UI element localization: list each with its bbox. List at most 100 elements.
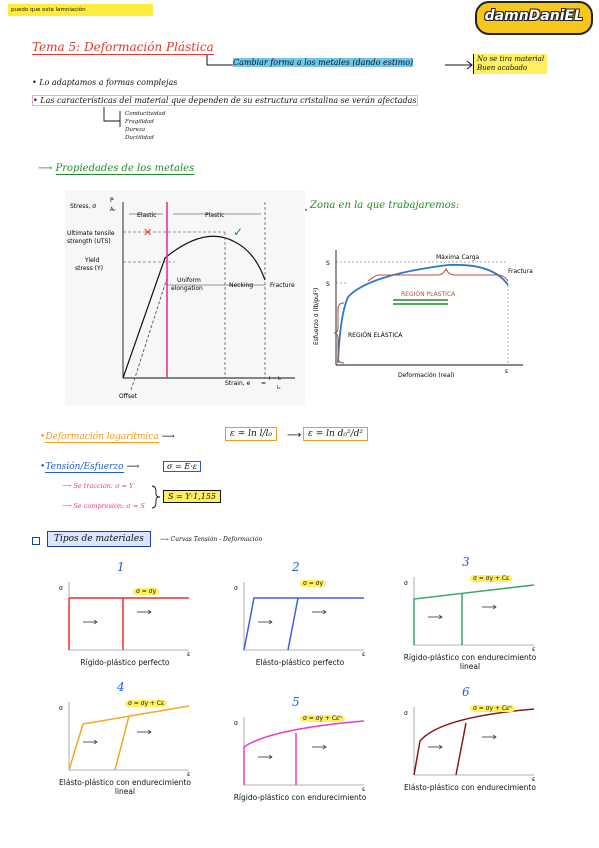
- strain-denominator: l₀: [277, 385, 280, 391]
- elastic-region-label: REGIÓN ELÁSTICA: [348, 332, 403, 339]
- s-tick-1: S: [326, 260, 330, 267]
- stress-strain-chart: P A₀ Stress, σ Elastic Plastic Ultimate …: [65, 190, 305, 405]
- header-tag: puedo que esta lamniación: [8, 4, 153, 16]
- material-number: 4: [117, 680, 125, 694]
- fracture-label: Fracture: [270, 282, 295, 289]
- sigma-axis-label: σ: [234, 720, 238, 727]
- materials-title: Tipos de materiales: [47, 531, 151, 547]
- log-formula-1: ε = ln l/l₀: [225, 427, 278, 441]
- stress-formula: σ = E·ε: [163, 461, 201, 472]
- stress-relation-label: •Tensión/Esfuerzo ⟶: [40, 462, 140, 473]
- plastic-label: Plastic: [205, 212, 224, 219]
- material-formula: σ = σy + Cεⁿ: [300, 715, 345, 722]
- epsilon-axis-label: ε: [362, 651, 365, 656]
- zone-note: Zona en la que trabajaremos:: [310, 200, 460, 211]
- real-curve: [337, 263, 509, 364]
- materials-subtitle: ⟶ Curvas Tensión - Deformación: [160, 536, 263, 543]
- material-name: Elásto-plástico con endurecimiento: [404, 783, 536, 792]
- material-name: Rígido-plástico con endurecimiento: [233, 793, 367, 802]
- relation-formula: S = Y·1,155: [163, 490, 221, 503]
- material-formula: σ = σy + Cε: [470, 575, 513, 582]
- material-number: 1: [117, 560, 125, 574]
- title-aside-text: Cambiar forma a los metales (dando estim…: [233, 58, 414, 67]
- epsilon-axis-label: ε: [532, 776, 535, 781]
- material-number: 2: [292, 560, 300, 574]
- section-metal-props: ⟶ Propiedades de los metales: [38, 163, 195, 175]
- char-item: Conductividad: [125, 111, 166, 117]
- epsilon-axis-label: ε: [187, 651, 190, 656]
- uniform-label-2: elongation: [171, 285, 203, 292]
- page-title: Tema 5: Deformación Plástica: [32, 40, 214, 55]
- real-fracture-label: Fractura: [508, 268, 533, 275]
- material-name: Elásto-plástico perfecto: [255, 658, 345, 667]
- relation-bracket: [151, 485, 161, 509]
- bullet-forms: • Lo adaptamos a formas complejas: [32, 78, 178, 87]
- title-connector-arrow: [206, 55, 233, 66]
- bullet-characteristics: • Las características del material que d…: [32, 95, 577, 106]
- strain-label: Strain, e: [225, 380, 251, 387]
- real-stress-chart: Máxima Carga Fractura REGIÓN PLÁSTICA RE…: [313, 250, 533, 379]
- char-item: Dureza: [125, 127, 146, 133]
- compression-line: ⟶ Se compresión: σ = S: [62, 502, 145, 510]
- material-curve-plot: σε: [59, 702, 190, 776]
- stress-curve: [122, 235, 266, 379]
- material-number: 5: [292, 695, 300, 709]
- material-formula: σ = σy + Cεⁿ: [470, 705, 515, 712]
- characteristics-text: • Las características del material que d…: [32, 95, 418, 106]
- arrow-right-icon: ⟶: [38, 163, 56, 174]
- sigma-axis-label: σ: [234, 585, 238, 592]
- material-curve-plot: σε: [404, 707, 535, 781]
- ylabel-a: A₀: [110, 207, 115, 213]
- material-formula: σ = σy + Cε: [125, 700, 168, 707]
- check-mark-icon: ✓: [233, 225, 243, 239]
- plastic-region-label: REGIÓN PLÁSTICA: [401, 291, 456, 298]
- materials-checkbox: [32, 537, 40, 545]
- char-item: Ductilidad: [125, 135, 154, 141]
- material-formula: σ = σy: [133, 588, 159, 595]
- yield-label-1: Yield: [84, 257, 99, 264]
- arrow-right-icon: [445, 60, 473, 70]
- sigma-axis-label: σ: [404, 580, 408, 587]
- material-number: 6: [462, 685, 470, 699]
- material-curve-plot: σε: [234, 582, 365, 656]
- real-ylabel: Esfuerzo σ (lb/pul²): [313, 288, 320, 345]
- offset-label: Offset: [119, 393, 138, 400]
- char-item: Fragilidad: [125, 119, 154, 125]
- material-name: Rígido-plástico perfecto: [80, 658, 170, 667]
- sigma-axis-label: σ: [404, 710, 408, 717]
- necking-label: Necking: [229, 282, 253, 289]
- uts-label-1: Ultimate tensile: [67, 230, 115, 237]
- epsilon-axis-label: ε: [532, 646, 535, 651]
- sigma-axis-label: σ: [59, 705, 63, 712]
- arrow-right-icon: ⟶: [287, 430, 302, 441]
- epsilon-axis-label: ε: [187, 771, 190, 776]
- log-formula-2: ε = ln d₀²/d²: [303, 427, 369, 441]
- ylabel-p: P: [110, 197, 114, 204]
- material-formula: σ = σy: [300, 580, 326, 587]
- result-line-1: No se tira material: [477, 55, 545, 63]
- strain-formula: l − l₀: [269, 376, 281, 382]
- title-aside: Cambiar forma a los metales (dando estim…: [233, 58, 414, 67]
- uniform-label-1: Uniform: [177, 277, 201, 284]
- real-xlabel: Deformación (real): [398, 372, 454, 379]
- ylabel-stress: Stress, σ: [70, 203, 96, 210]
- epsilon-axis-label: ε: [362, 786, 365, 791]
- uts-label-2: strength (UTS): [67, 238, 111, 245]
- characteristics-bracket: [103, 107, 121, 127]
- material-name: Elásto-plástico con endurecimiento linea…: [59, 778, 191, 796]
- material-curve-plot: σε: [404, 577, 535, 651]
- result-line-2: Buen acabado: [477, 64, 528, 72]
- cross-mark-icon: ✕: [143, 226, 152, 239]
- sigma-axis-label: σ: [59, 585, 63, 592]
- title-aside-result: No se tira material Buen acabado: [473, 54, 548, 74]
- material-curve-plot: σε: [59, 582, 190, 656]
- tension-line: ⟶ Se tracción: σ = Y: [62, 482, 134, 490]
- eps-tick: ε: [505, 368, 508, 375]
- strain-equals: =: [261, 380, 266, 387]
- brand-logo: damnDaniEL: [474, 1, 593, 35]
